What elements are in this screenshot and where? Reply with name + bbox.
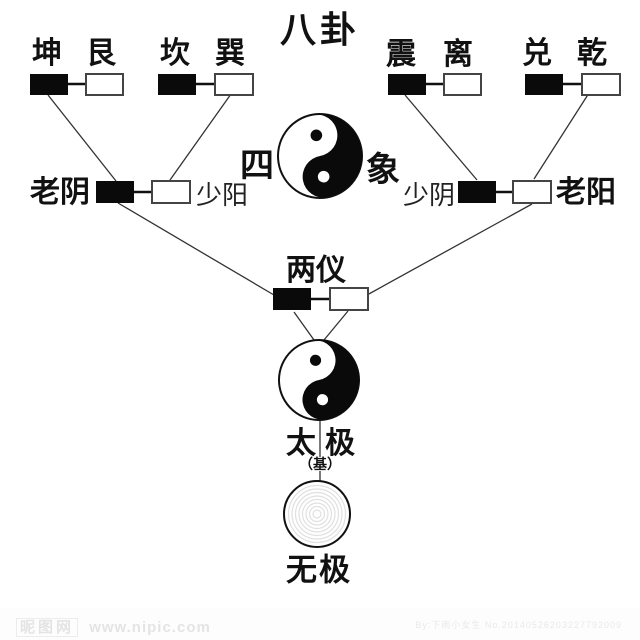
qian-yang-box [581,73,621,96]
watermark-site-name: 昵图网 [16,618,79,637]
watermark-site-url: www.nipic.com [89,619,211,636]
wuji-ring [298,495,336,533]
wuji-outline [283,480,351,548]
branch-line-laoyin-yin [117,202,275,296]
wuji-rings [287,484,347,544]
wuji-ring [287,484,347,544]
branch-line-kun-laoyin [47,94,117,182]
kun-yin-box [30,74,68,95]
shaoyang-box [151,180,191,204]
laoyang-box [512,180,552,204]
watermark-site: 昵图网 www.nipic.com [16,616,211,637]
trigram-label-kan: 坎 [160,37,190,70]
trigram-boxes [30,73,621,96]
label-shao-yang: 少阳 [195,180,249,210]
taiji-upper-yang-eye [317,170,330,183]
dui-yin-box [525,74,563,95]
wuji-ring [312,509,322,519]
branch-line-yang-taiji [323,310,349,341]
kan-yin-box [158,74,196,95]
label-shao-yin: 少阴 [402,180,456,210]
taiji-symbol-lower [278,339,360,421]
page-title: 八卦 [279,9,361,50]
label-tai-ji: 太极 [286,427,364,460]
yin-box [273,288,311,310]
wuji-ring [308,505,326,523]
wuji-ring [305,502,329,526]
yang-box [329,287,369,311]
watermark-footer: 昵图网 www.nipic.com By:下雨小女生 No.2014052620… [0,608,640,640]
label-ji-note: （基） [298,456,342,472]
trigram-label-xun: 巽 [215,37,245,70]
four-images-boxes [96,180,552,204]
branch-line-qian-laoyang [533,92,590,180]
branch-line-laoyang-yang [366,203,533,296]
zhen-yin-box [388,74,426,95]
label-lao-yin: 老阴 [30,176,90,209]
label-liang-yi: 两仪 [286,254,346,287]
shaoyin-box [458,181,496,203]
laoyin-box [96,181,134,203]
trigram-label-zhen: 震 [386,38,416,71]
liangyi-boxes [273,287,369,311]
taiji-symbol-upper [277,113,363,199]
wuji-ring [294,491,340,537]
pair-connectors [68,82,582,301]
gen-yang-box [85,73,124,96]
branch-line-xun-shaoyang [169,93,232,181]
taiji-upper-black-half [302,114,362,198]
watermark-credit: By:下雨小女生 No.20140526203227792009 [415,620,622,630]
wuji-symbol [283,480,351,548]
wuji-ring [301,498,333,530]
four-images-label-si: 四 [240,147,274,185]
four-images-label-xiang: 象 [366,151,400,189]
branch-line-zhen-shaoyin [404,94,478,181]
xun-yang-box [214,73,254,96]
wuji-ring [291,488,343,540]
li-yang-box [443,73,482,96]
trigram-label-li: 离 [443,38,473,71]
branch-line-yin-taiji [293,311,315,341]
trigram-label-gen: 艮 [86,37,116,70]
trigram-label-dui: 兑 [522,37,552,70]
trigram-label-kun: 坤 [32,37,62,70]
branch-lines [47,92,590,482]
trigram-label-qian: 乾 [577,37,607,70]
label-wu-ji: 无极 [286,552,352,588]
taiji-lower-yang-eye [316,394,329,406]
taiji-lower-yin-eye [309,354,322,366]
taiji-upper-yin-eye [310,129,323,142]
taiji-lower-black-half [302,340,359,420]
label-lao-yang: 老阳 [556,176,616,209]
